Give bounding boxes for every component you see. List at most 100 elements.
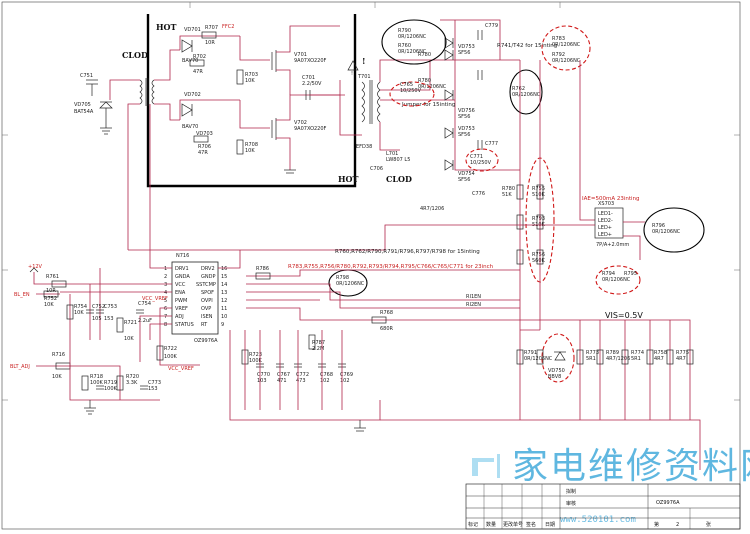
r723-ref: R723: [249, 352, 262, 358]
vd703-ref: VD703: [196, 131, 213, 137]
c753-val: 153: [104, 316, 114, 322]
tb-sheet-label: 第: [654, 521, 659, 528]
r721-val: 10K: [124, 336, 134, 342]
r774-val: 5R1: [631, 356, 641, 362]
oval-c771: [465, 148, 499, 172]
ic-num-5: 5: [164, 298, 167, 304]
ic-pin-ena: ENA: [175, 290, 186, 296]
r796-ref: R796: [652, 223, 665, 229]
title-block: 拟制 审核 OZ9976A 第 2 张 标记 数量 更改单号 签名 日期: [465, 483, 741, 530]
ic-num-16: 16: [221, 266, 227, 272]
ic-num-2: 2: [164, 274, 167, 280]
r780-ref: R780: [418, 52, 431, 58]
hot-zone-border: [146, 14, 357, 188]
r756-ref: R756: [532, 252, 545, 258]
c754-ref: C754: [138, 301, 151, 307]
ic-pin-gndp: GNDP: [201, 274, 215, 280]
note-current: IAE=500mA 23inting: [582, 196, 640, 202]
note-r751: R741/T42 for 15inting: [497, 43, 557, 49]
r718-ref: R718: [90, 374, 103, 380]
sheet-border: [1, 1, 741, 530]
r706-val: 47R: [198, 150, 208, 156]
tb-sheet-no: 2: [676, 522, 679, 528]
r755-val: 510K: [532, 192, 546, 198]
r768-ref: R768: [380, 310, 393, 316]
watermark-url: www.520101.com: [560, 515, 636, 525]
r720-val: 3.3K: [126, 380, 138, 386]
r756-val: 560K: [532, 258, 546, 264]
r703-val: 10K: [245, 78, 255, 84]
vd753b-ref: VD753: [458, 126, 475, 132]
sf56-3: SF56: [458, 132, 470, 138]
r702-ref: R702: [193, 54, 206, 60]
r781-val: 51K: [502, 192, 512, 198]
r783-val: 0R/1206NC: [552, 42, 581, 48]
r775-ref: R775: [676, 350, 689, 356]
r707-ref: R707: [205, 25, 218, 31]
label-hot-bottom: HOT: [338, 174, 359, 184]
watermark: 家电维修资料网 www.520101.com: [472, 446, 750, 525]
ic-pin-sstcmp: SSTCMP: [196, 282, 216, 288]
c701-val: 2.2/50V: [302, 81, 322, 87]
r790-val: 0R/1206NC: [398, 34, 427, 40]
c772-ref: C772: [296, 372, 309, 378]
label-hot-top: HOT: [156, 22, 177, 32]
r721-ref: R721: [124, 320, 137, 326]
r790-ref: R790: [398, 28, 411, 34]
r789-val: 4R7/1206: [606, 356, 630, 362]
ic-pin-vcc: VCC: [175, 282, 186, 288]
ic-num-9: 9: [221, 322, 224, 328]
r796-val: 0R/1206NC: [652, 229, 681, 235]
oval-c765: [389, 81, 435, 107]
c752-val: 105: [92, 316, 102, 322]
ic-pin-status: STATUS: [175, 322, 194, 328]
l701-val: LW807 L5: [386, 157, 410, 163]
c769-val: 102: [340, 378, 350, 384]
sf56-2: SF56: [458, 114, 470, 120]
v701-ref: V701: [294, 52, 307, 58]
c752-ref: C752: [92, 304, 105, 310]
left-inputs: +12V R761 10R BL_EN R752 10K R754 10K C7…: [10, 264, 194, 415]
r702-val: 47R: [193, 69, 203, 75]
net-vcc-vref-b: VCC_VREF: [168, 366, 194, 372]
ffc2-tag: FFC2: [222, 24, 234, 30]
c771-ref: C771: [470, 154, 483, 160]
ic-num-11: 11: [221, 306, 227, 312]
c773-val: 153: [148, 386, 158, 392]
r760-ref: R760: [398, 43, 411, 49]
r774-ref: R774: [631, 350, 644, 356]
r786-ref: R786: [256, 266, 269, 272]
exclaim-2: !: [362, 56, 366, 66]
ic-pin-drv2: DRV2: [201, 266, 215, 272]
r783-ref: R783: [552, 36, 565, 42]
r773-val: 5R1: [586, 356, 596, 362]
r761-ref: R761: [46, 274, 59, 280]
bus-label-2: RI2EN: [466, 302, 481, 308]
r707-val: 10R: [205, 40, 215, 46]
r780-val: 0R/1206NC: [418, 84, 447, 90]
c765-val: 10/250V: [400, 88, 422, 94]
exclaim-1: !: [351, 71, 353, 77]
r789-ref: R789: [606, 350, 619, 356]
r794-ref: R794: [602, 271, 615, 277]
label-clod-left: CLOD: [122, 50, 148, 60]
oval-r792-r783: [541, 25, 591, 71]
ic-num-8: 8: [164, 322, 167, 328]
secondary-rectifiers: VD753 SF56 VD756 SF56 VD753 SF56 VD754 S…: [380, 19, 557, 212]
vd754-ref: VD754: [458, 171, 475, 177]
ic-pin-spof: SPOF: [201, 290, 214, 296]
tb-checked: 审核: [566, 500, 576, 507]
tb-doc: OZ9976A: [656, 500, 680, 506]
net-bl-en: BL_EN: [14, 292, 30, 298]
r706-ref: R706: [198, 144, 211, 150]
ic-part: OZ9976A: [194, 338, 218, 344]
vd750-val: BBV8: [548, 374, 561, 380]
v702-ref: V702: [294, 120, 307, 126]
v702-part: 9A07XO220F: [294, 126, 327, 132]
border-ticks: [2, 2, 740, 401]
r722-val: 100K: [164, 354, 178, 360]
lower-drive: VD702 BAV70 VD703 R706 47R R708 10K V702…: [179, 92, 345, 174]
ic-pin-gnda: GNDA: [175, 274, 190, 280]
r780b-ref: R780: [418, 78, 431, 84]
vd705-group: VD705 BAT54A C751: [74, 73, 113, 135]
